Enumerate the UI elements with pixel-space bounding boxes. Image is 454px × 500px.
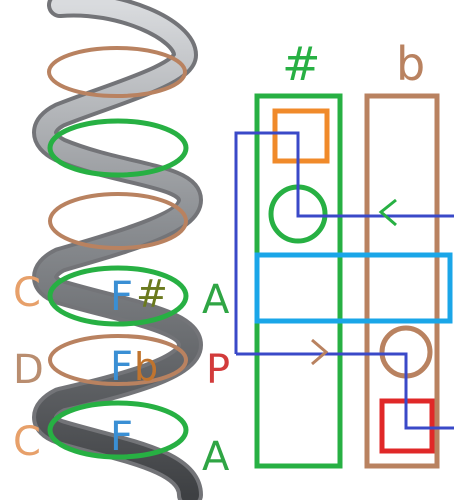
ring-green-3 (47, 400, 189, 460)
left-letter-c-bottom: C (13, 419, 41, 465)
right-letters: A P A (202, 277, 230, 480)
ring-brown-3 (48, 334, 188, 386)
right-letter-p: P (206, 347, 230, 393)
right-letter-a-top: A (202, 277, 230, 323)
sharp-orange-square (272, 108, 330, 164)
ring-green-2 (47, 265, 189, 327)
f-flat-f-label: F (110, 344, 133, 390)
coil-rings (47, 46, 189, 460)
f-sharp-accidental: # (136, 272, 168, 316)
f-sharp-f-label: F (110, 274, 133, 320)
spring-coil (32, 0, 204, 500)
sharp-column-header: # (282, 37, 321, 91)
left-letters: C D C (13, 270, 44, 465)
f-bottom-label: F (110, 414, 133, 460)
connector-top (234, 131, 454, 354)
left-letter-c-top: C (13, 270, 41, 316)
flat-column-box (364, 93, 440, 469)
flat-column-header: b (396, 37, 425, 91)
ring-green-1 (47, 118, 189, 178)
arrow-left-green (378, 198, 397, 227)
coil-labels: F # F b F (110, 272, 168, 460)
connector-bottom (236, 352, 454, 430)
spring-wire-front (36, 0, 200, 500)
left-letter-d: D (13, 347, 44, 393)
arrow-right-brown (311, 338, 329, 366)
ring-brown-2 (48, 192, 188, 250)
ring-brown-1 (47, 46, 187, 98)
blue-connectors (234, 131, 454, 430)
right-letter-a-bottom: A (202, 434, 230, 480)
f-flat-accidental: b (134, 345, 158, 389)
cyan-band (254, 252, 453, 324)
